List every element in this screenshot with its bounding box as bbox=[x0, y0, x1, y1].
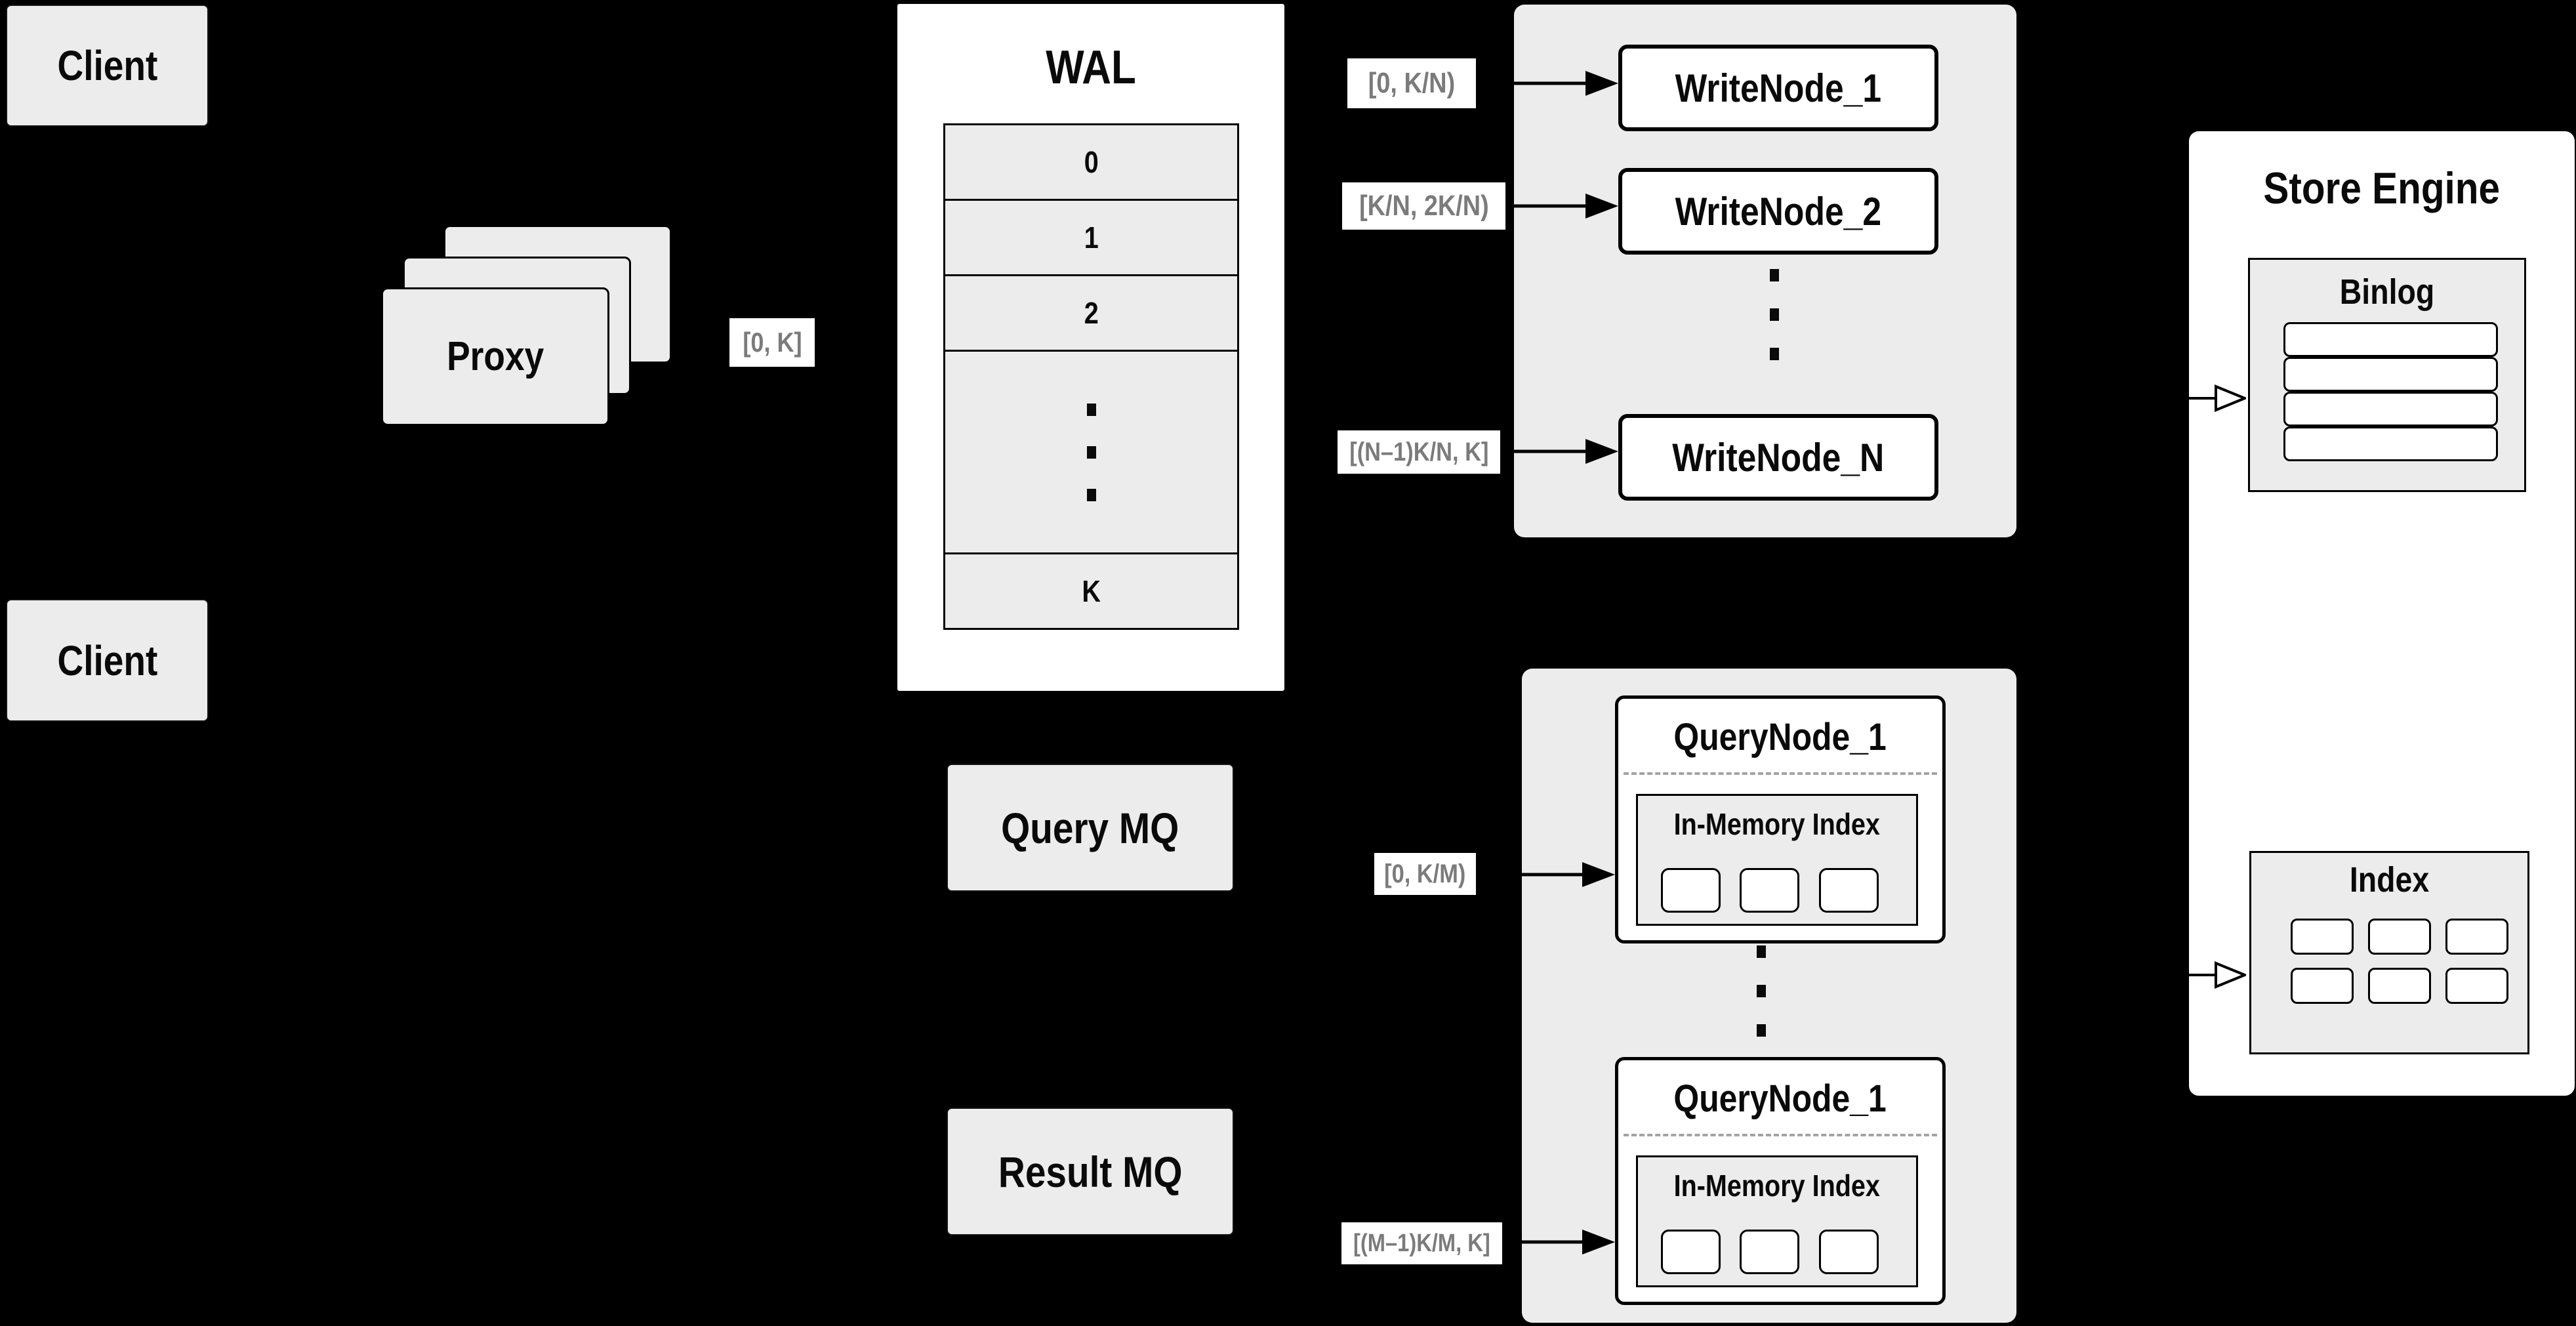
wal-log-table: 0 1 2 K bbox=[943, 123, 1239, 630]
querynode-bottom-box: QueryNode_1 In-Memory Index bbox=[1615, 1057, 1946, 1305]
write-nodes-container: WriteNode_1 WriteNode_2 WriteNode_N bbox=[1514, 5, 2016, 537]
in-memory-index-title: In-Memory Index bbox=[1673, 1169, 1881, 1203]
open-arrow-to-binlog bbox=[2183, 384, 2246, 412]
wal-title: WAL bbox=[1046, 41, 1136, 94]
writenode-1-label: WriteNode_1 bbox=[1675, 66, 1882, 110]
arrow-to-writenode-2 bbox=[1505, 194, 1618, 218]
wal-segment-row: 2 bbox=[945, 274, 1237, 350]
querynode-top-box: QueryNode_1 In-Memory Index bbox=[1615, 695, 1946, 943]
writenode-2-box: WriteNode_2 bbox=[1618, 168, 1938, 255]
writenode-n-label: WriteNode_N bbox=[1672, 435, 1885, 480]
wal-segment-row: 0 bbox=[1084, 145, 1099, 179]
client-bottom-label: Client bbox=[57, 636, 157, 684]
index-segment-cell bbox=[1661, 868, 1721, 913]
index-segment-cell bbox=[1819, 868, 1879, 913]
ellipsis-dot bbox=[1757, 945, 1766, 958]
range-label-querynode-top: [0, K/M) bbox=[1374, 853, 1476, 895]
querynode-divider bbox=[1624, 1134, 1937, 1136]
binlog-title: Binlog bbox=[2339, 272, 2435, 312]
ellipsis-dot bbox=[1757, 985, 1766, 997]
range-label-writenode-2: [K/N, 2K/N) bbox=[1342, 182, 1505, 230]
range-label-writenode-1: [0, K/N) bbox=[1347, 58, 1476, 108]
arrow-to-querynode-bottom bbox=[1502, 1230, 1615, 1254]
wal-ellipsis-row bbox=[945, 350, 1237, 552]
index-cell bbox=[2445, 919, 2508, 955]
querynode-bottom-title: QueryNode_1 bbox=[1673, 1077, 1887, 1120]
binlog-row bbox=[2283, 426, 2498, 461]
result-mq-box: Result MQ bbox=[947, 1108, 1234, 1235]
writenode-1-box: WriteNode_1 bbox=[1618, 45, 1938, 131]
proxy-label: Proxy bbox=[446, 334, 544, 379]
index-cell bbox=[2291, 968, 2354, 1004]
index-cell bbox=[2445, 968, 2508, 1004]
store-engine-box: Store Engine Binlog Index bbox=[2186, 128, 2576, 1099]
ellipsis-dot bbox=[1086, 488, 1096, 501]
index-cell bbox=[2368, 919, 2431, 955]
binlog-row bbox=[2283, 392, 2498, 426]
range-label-querynode-bottom: [(M–1)K/M, K] bbox=[1341, 1222, 1502, 1264]
arrow-to-writenode-n bbox=[1502, 439, 1618, 464]
index-segment-cell bbox=[1740, 1230, 1799, 1274]
binlog-row bbox=[2283, 357, 2498, 392]
wal-segment-row-last: K bbox=[945, 552, 1237, 628]
writenode-2-label: WriteNode_2 bbox=[1675, 189, 1882, 234]
wal-box: WAL 0 1 2 K bbox=[895, 2, 1286, 693]
arrow-to-writenode-1 bbox=[1476, 71, 1618, 96]
binlog-box: Binlog bbox=[2248, 258, 2526, 492]
client-top-label: Client bbox=[57, 42, 157, 89]
result-mq-label: Result MQ bbox=[998, 1147, 1183, 1196]
index-title: Index bbox=[2349, 860, 2430, 900]
client-bottom-box: Client bbox=[6, 599, 209, 722]
ellipsis-dot bbox=[1770, 269, 1779, 281]
ellipsis-dot bbox=[1086, 445, 1096, 459]
proxy-box-front: Proxy bbox=[381, 287, 609, 426]
in-memory-index-title: In-Memory Index bbox=[1673, 807, 1881, 841]
ellipsis-dot bbox=[1757, 1024, 1766, 1037]
index-box: Index bbox=[2249, 851, 2529, 1054]
wal-segment-row: 1 bbox=[945, 199, 1237, 274]
client-top-box: Client bbox=[6, 5, 209, 127]
range-label-writenode-n: [(N–1)K/N, K] bbox=[1338, 430, 1500, 474]
index-segment-cell bbox=[1740, 868, 1799, 913]
range-label-proxy-to-wal: [0, K] bbox=[729, 318, 815, 367]
in-memory-index-box: In-Memory Index bbox=[1636, 1155, 1918, 1287]
query-mq-box: Query MQ bbox=[947, 764, 1234, 892]
ellipsis-dot bbox=[1770, 308, 1779, 321]
open-arrow-to-index bbox=[2183, 961, 2246, 989]
index-segment-cell bbox=[1819, 1230, 1879, 1274]
binlog-row bbox=[2283, 322, 2498, 357]
query-nodes-container: QueryNode_1 In-Memory Index QueryNode_1 bbox=[1522, 669, 2016, 1323]
ellipsis-dot bbox=[1770, 348, 1779, 360]
in-memory-index-box: In-Memory Index bbox=[1636, 794, 1918, 926]
ellipsis-dot bbox=[1086, 403, 1096, 416]
index-cell bbox=[2368, 968, 2431, 1004]
querynode-top-title: QueryNode_1 bbox=[1673, 716, 1887, 758]
writenode-n-box: WriteNode_N bbox=[1618, 414, 1938, 501]
arrow-to-querynode-top bbox=[1476, 862, 1615, 887]
index-segment-cell bbox=[1661, 1230, 1721, 1274]
store-engine-title: Store Engine bbox=[2263, 163, 2501, 213]
index-cell bbox=[2291, 919, 2354, 955]
query-mq-label: Query MQ bbox=[1001, 803, 1179, 852]
querynode-divider bbox=[1624, 772, 1937, 775]
